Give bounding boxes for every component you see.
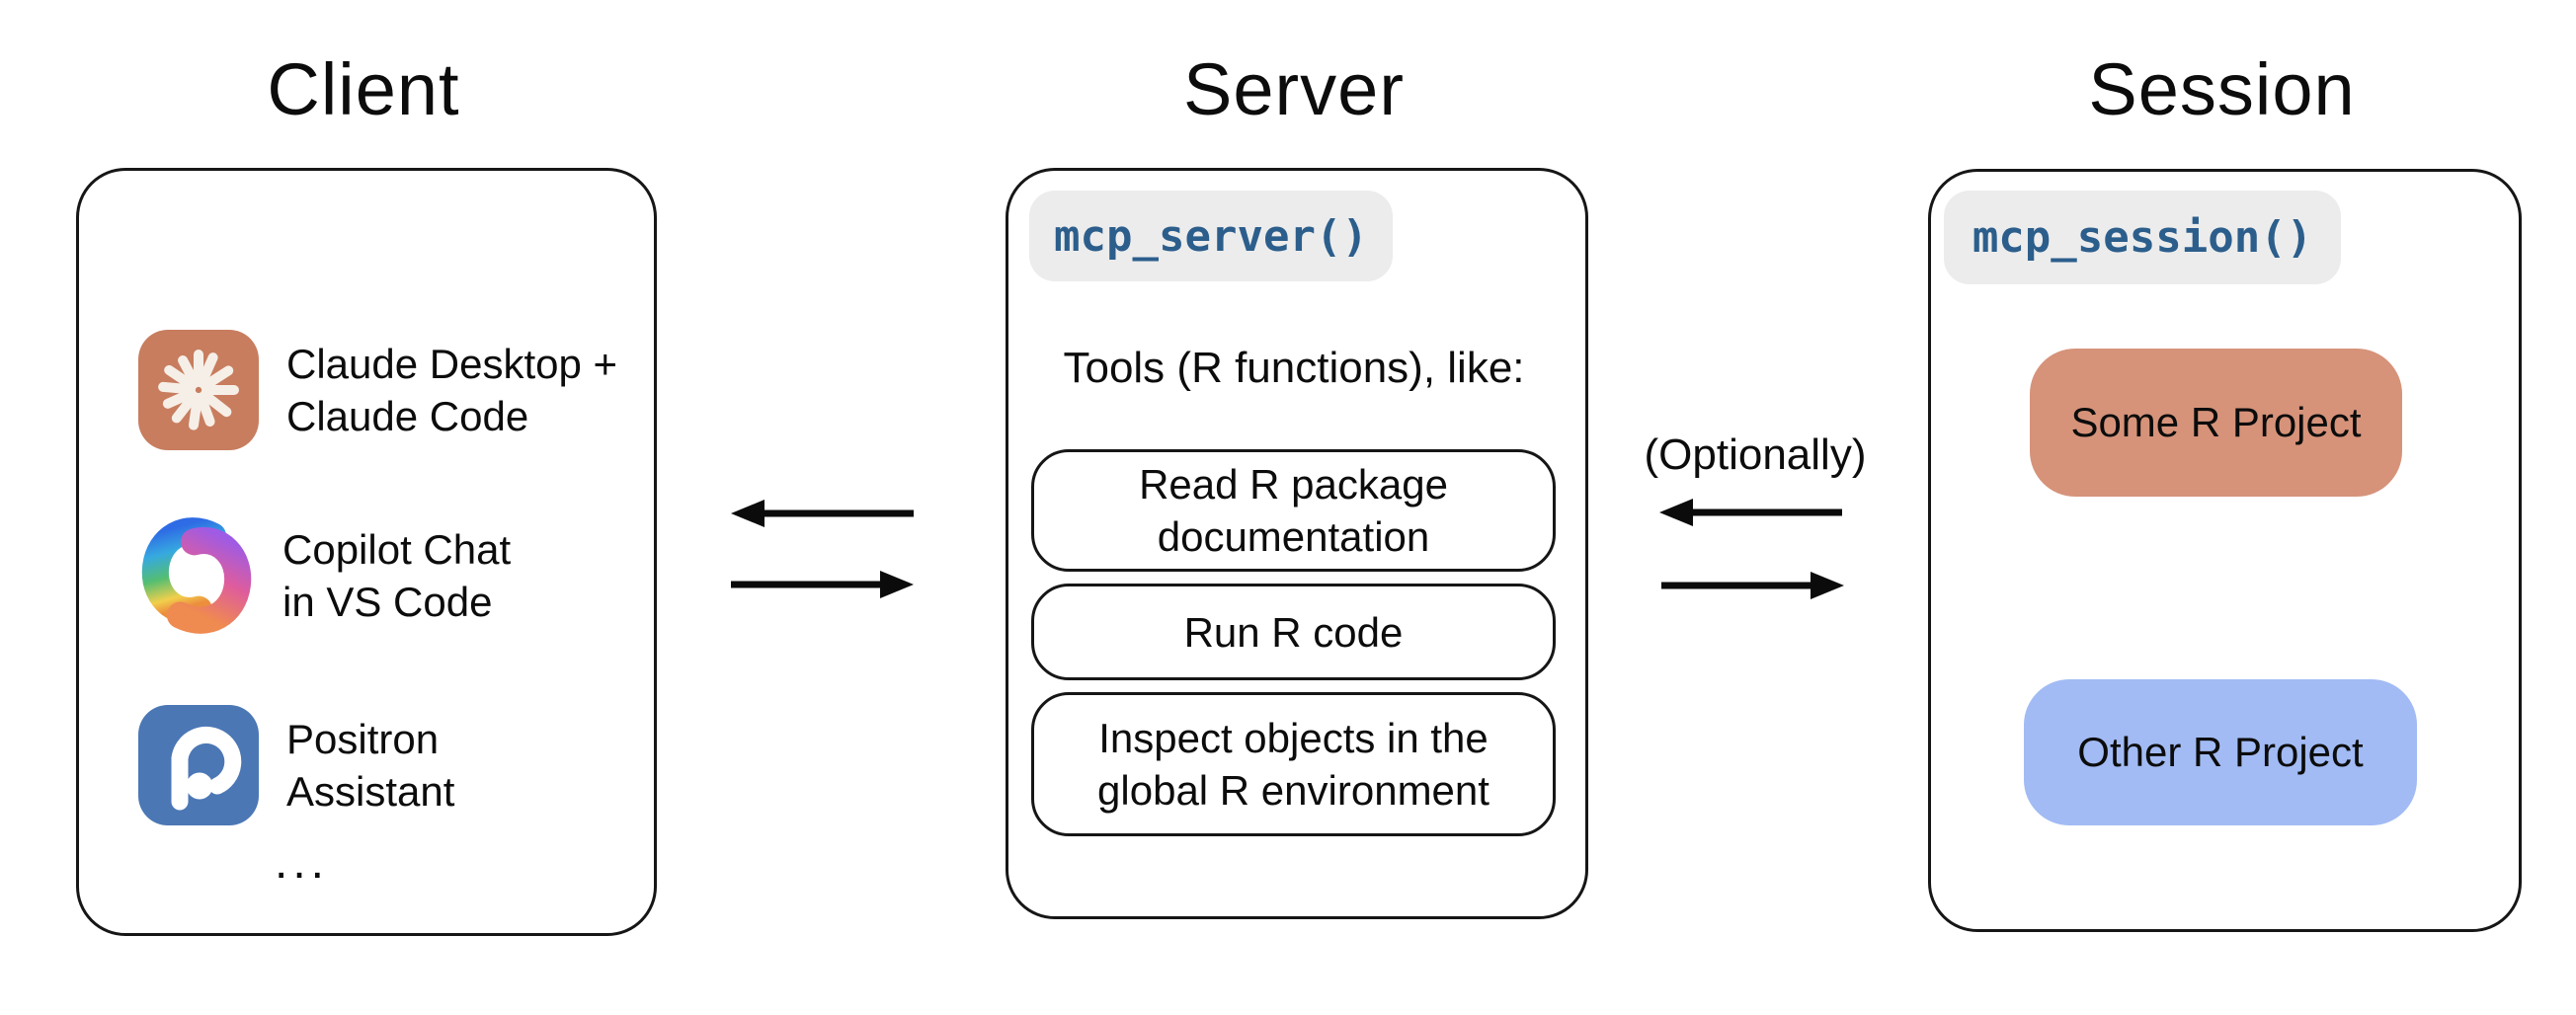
session-box xyxy=(1928,169,2522,932)
some-r-project-box: Some R Project xyxy=(2030,349,2402,497)
arrow-server-to-session xyxy=(1661,572,1844,599)
mcp-session-code-chip: mcp_session() xyxy=(1944,191,2341,284)
tool-read-r-package-documentation: Read R package documentation xyxy=(1031,449,1556,572)
other-r-project-box: Other R Project xyxy=(2024,679,2417,825)
tool-run-r-code: Run R code xyxy=(1031,584,1556,680)
arrow-session-to-server xyxy=(1659,499,1842,526)
arrow-server-to-client xyxy=(731,500,914,527)
client-item-label: Copilot Chat in VS Code xyxy=(282,526,512,625)
tool-inspect-objects: Inspect objects in the global R environm… xyxy=(1031,692,1556,836)
client-item-label: Claude Desktop + Claude Code xyxy=(286,341,618,439)
positron-icon xyxy=(138,705,259,825)
client-item-copilot: Copilot Chat in VS Code xyxy=(138,517,511,634)
mcp-server-code-chip: mcp_server() xyxy=(1029,191,1393,281)
server-title: Server xyxy=(1183,48,1405,130)
optionally-label: (Optionally) xyxy=(1644,430,1867,479)
server-tools-heading: Tools (R functions), like: xyxy=(1063,344,1525,392)
claude-icon xyxy=(138,330,259,450)
client-item-positron: Positron Assistant xyxy=(138,705,454,825)
arrow-client-to-server xyxy=(731,571,914,598)
session-title: Session xyxy=(2088,48,2356,130)
client-item-label: Positron Assistant xyxy=(286,716,455,815)
client-item-claude: Claude Desktop + Claude Code xyxy=(138,330,617,450)
client-more-ellipsis: ... xyxy=(275,836,330,889)
copilot-icon xyxy=(141,517,252,634)
client-title: Client xyxy=(267,48,460,130)
